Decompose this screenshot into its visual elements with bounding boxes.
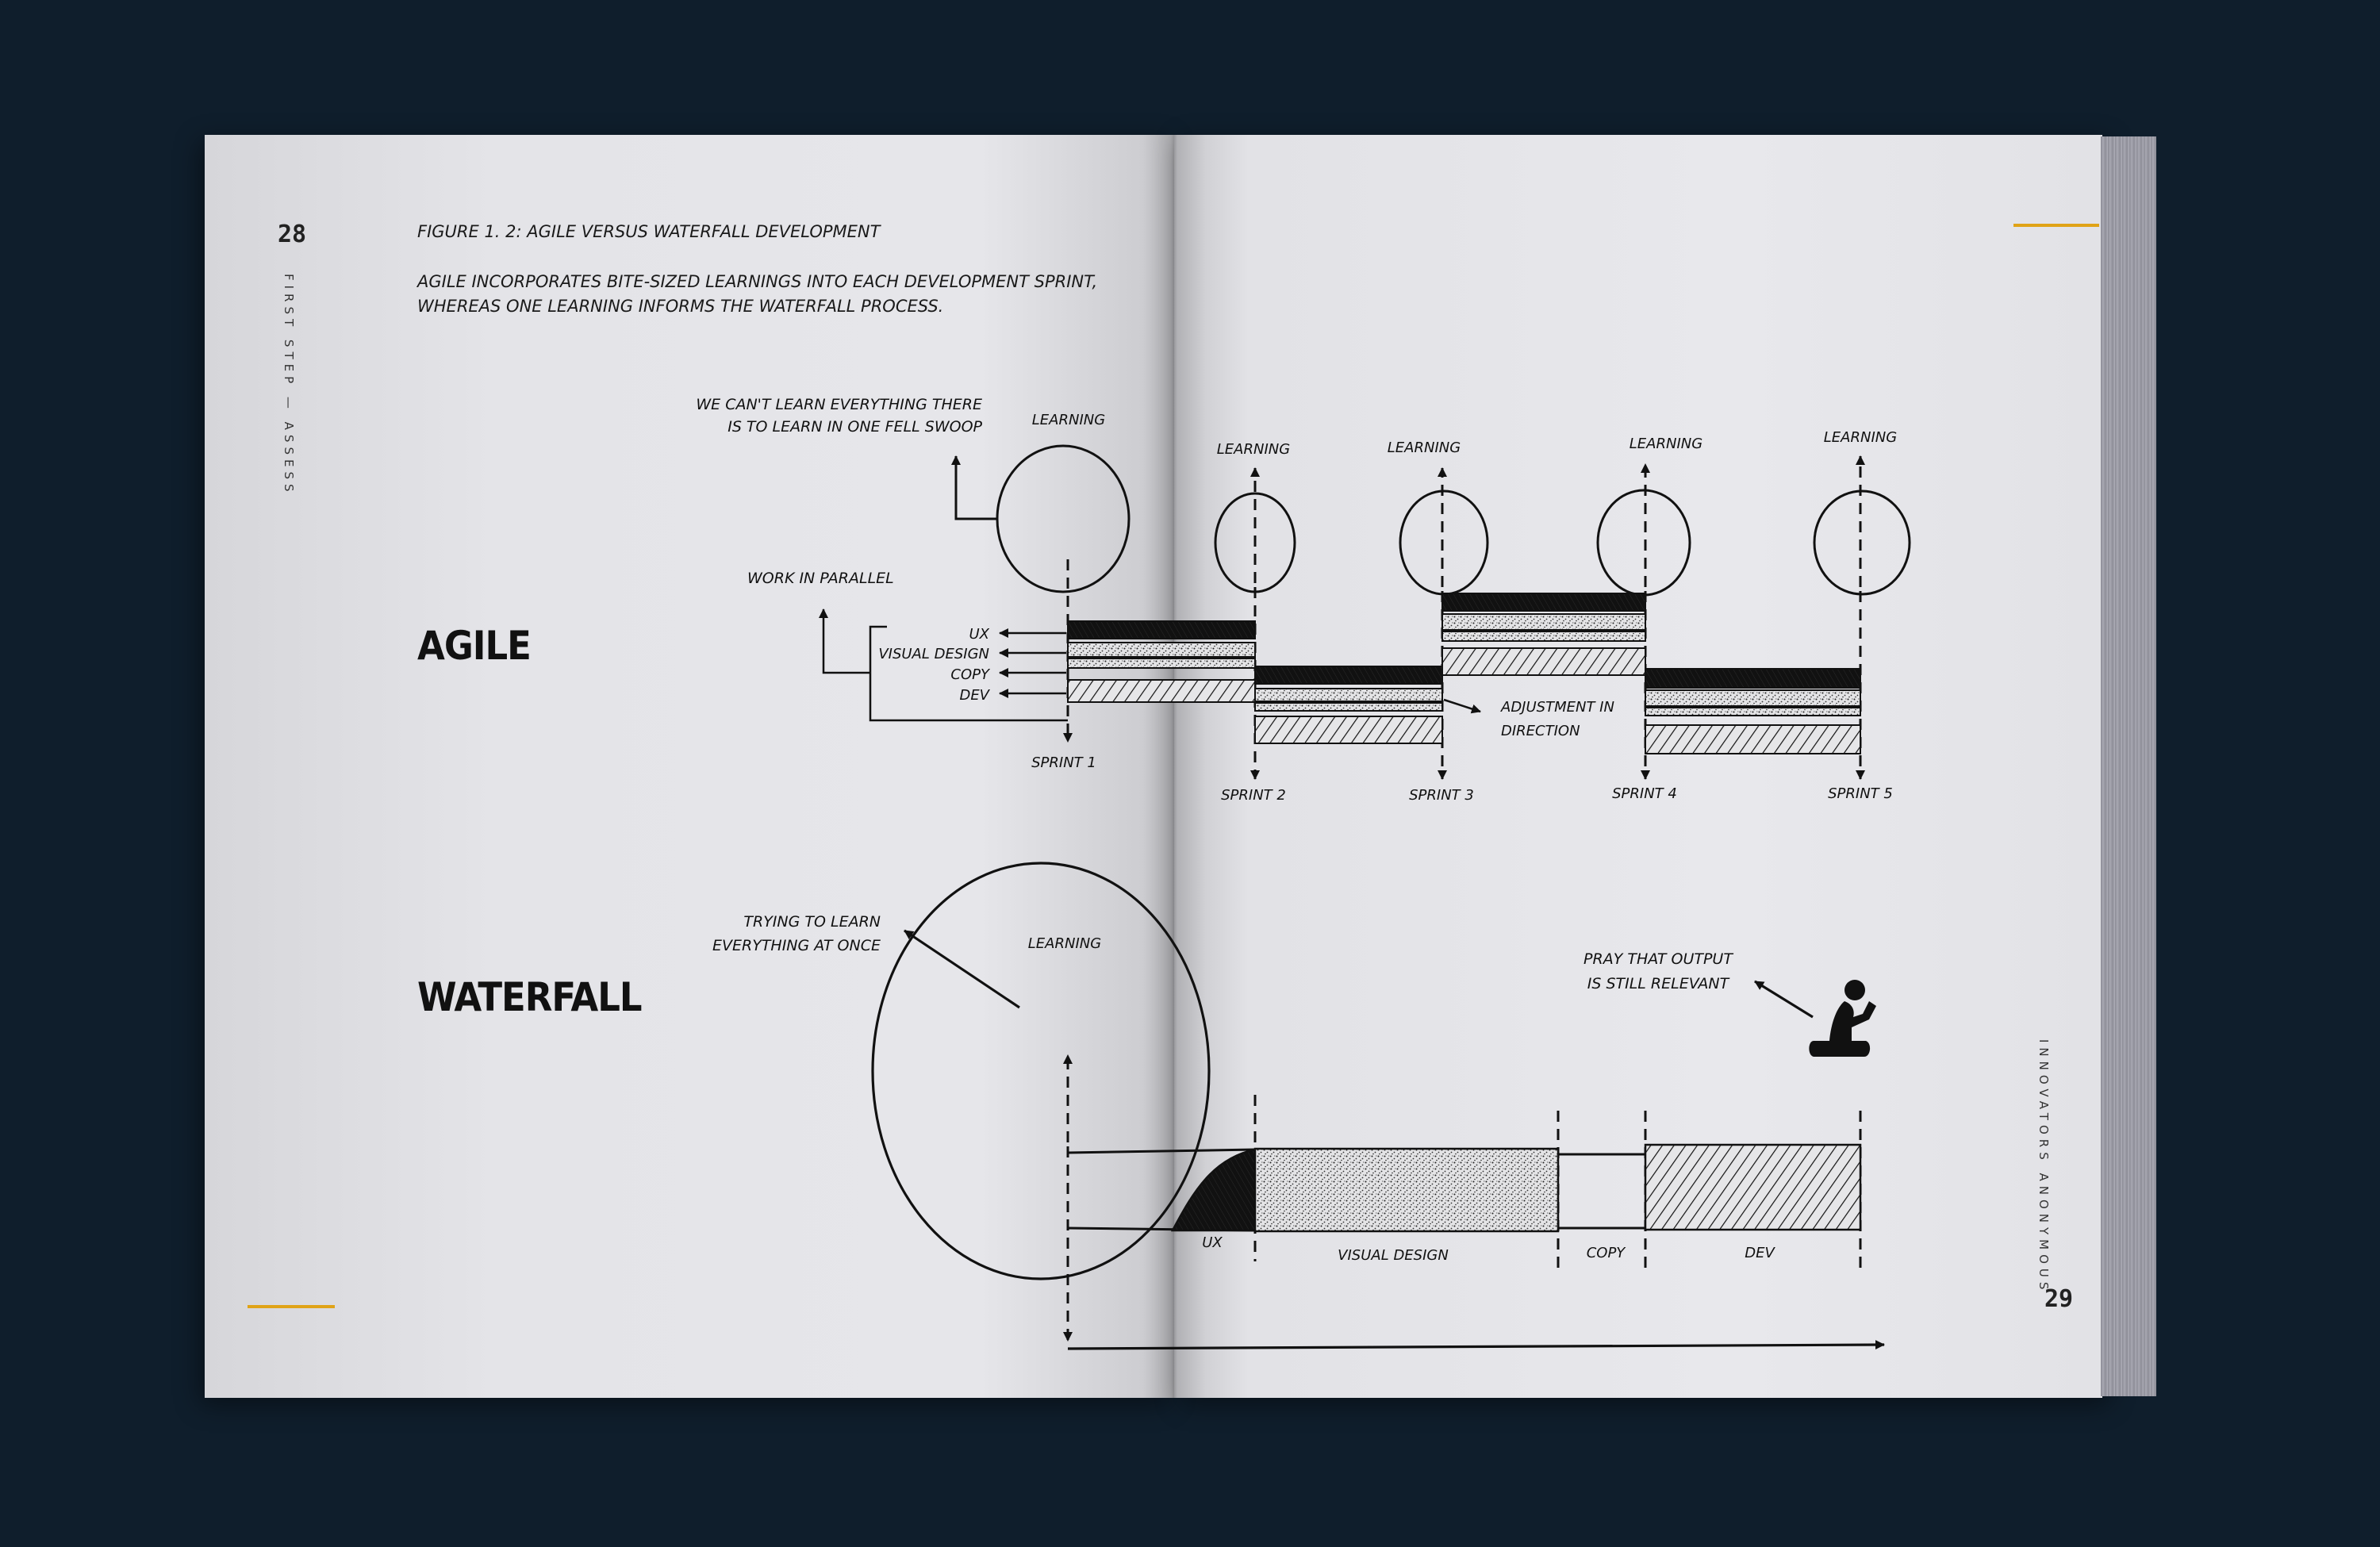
agile-heading: AGILE <box>417 623 532 669</box>
sprint-label-2: SPRINT 2 <box>1221 787 1286 804</box>
track-label-ux: UX <box>969 626 989 643</box>
sprint1-dev-bar <box>1067 679 1256 703</box>
pray-line2: IS STILL RELEVANT <box>1587 975 1730 992</box>
waterfall-learning-label: LEARNING <box>1028 935 1101 952</box>
sprint2-ux-bar <box>1254 666 1443 685</box>
sprint1-ux-bar <box>1067 620 1256 639</box>
sprint3-visual-bar <box>1441 613 1646 631</box>
adjustment-arrow <box>1443 698 1481 714</box>
learning-label-3: LEARNING <box>1388 440 1461 456</box>
track-label-dev: DEV <box>959 687 990 704</box>
waterfall-note-line2: EVERYTHING AT ONCE <box>712 937 881 954</box>
learning-circle-3 <box>1399 489 1489 596</box>
track-label-copy: COPY <box>950 666 991 683</box>
adjustment-line2: DIRECTION <box>1501 723 1580 739</box>
sprint2-dev-bar <box>1254 716 1443 744</box>
sprint3-copy-bar <box>1441 631 1646 642</box>
sprint3-dev-bar <box>1441 647 1646 676</box>
accent-rule-left <box>248 1305 335 1308</box>
learning-label-2: LEARNING <box>1217 441 1290 458</box>
praying-person-icon <box>1809 980 1876 1057</box>
sprint4-dev-bar <box>1645 724 1861 754</box>
sprint2-copy-bar <box>1254 702 1443 712</box>
sprint-label-5: SPRINT 5 <box>1828 785 1893 802</box>
phase-label-copy: COPY <box>1587 1245 1627 1261</box>
waterfall-note-line1: TRYING TO LEARN <box>743 913 881 931</box>
parallel-note: WORK IN PARALLEL <box>747 570 894 587</box>
waterfall-top-rail <box>1067 1148 1256 1154</box>
page-edges <box>2101 136 2156 1396</box>
waterfall-visual-block <box>1253 1147 1560 1233</box>
agile-note-line2: IS TO LEARN IN ONE FELL SWOOP <box>727 418 982 436</box>
phase-label-dev: DEV <box>1745 1245 1775 1261</box>
waterfall-heading: WATERFALL <box>417 974 643 1020</box>
learning-label-1: LEARNING <box>1032 412 1105 428</box>
sprint4-ux-bar <box>1645 668 1861 689</box>
sprint1-visual-bar <box>1067 642 1256 658</box>
learning-circle-1 <box>996 444 1130 593</box>
phase-label-visual: VISUAL DESIGN <box>1338 1247 1449 1264</box>
sprint4-copy-bar <box>1645 707 1861 716</box>
pray-line1: PRAY THAT OUTPUT <box>1583 950 1733 968</box>
sprint3-ux-bar <box>1441 593 1646 612</box>
waterfall-learning-circle <box>871 862 1211 1280</box>
page-number-left: 28 <box>278 221 307 248</box>
track-label-visual: VISUAL DESIGN <box>878 646 989 662</box>
pray-arrow <box>1754 980 1814 1019</box>
learning-circle-4 <box>1596 489 1691 597</box>
sprint-label-3: SPRINT 3 <box>1409 787 1474 804</box>
sprint4-visual-bar <box>1645 689 1861 707</box>
learning-label-4: LEARNING <box>1630 436 1702 452</box>
learning-label-5: LEARNING <box>1824 429 1897 446</box>
learning-circle-5 <box>1813 489 1911 596</box>
note-connector <box>951 455 998 520</box>
caption-line-2: WHEREAS ONE LEARNING INFORMS THE WATERFA… <box>417 297 944 316</box>
sprint-label-1: SPRINT 1 <box>1031 754 1096 771</box>
sprint-label-4: SPRINT 4 <box>1612 785 1677 802</box>
sprint1-copy-bar <box>1067 658 1256 669</box>
figure-title: FIGURE 1. 2: AGILE VERSUS WATERFALL DEVE… <box>417 222 881 241</box>
left-page <box>205 135 1174 1398</box>
waterfall-ux-block <box>1170 1148 1257 1232</box>
waterfall-dev-block <box>1644 1143 1862 1231</box>
adjustment-line1: ADJUSTMENT IN <box>1500 699 1614 716</box>
figure-caption: AGILE INCORPORATES BITE-SIZED LEARNINGS … <box>417 270 1131 319</box>
page-number-right: 29 <box>2044 1285 2074 1313</box>
accent-rule-right <box>2013 224 2099 227</box>
parallel-connector <box>819 608 870 674</box>
waterfall-note-arrow <box>904 929 1020 1009</box>
caption-line-1: AGILE INCORPORATES BITE-SIZED LEARNINGS … <box>417 272 1098 291</box>
sprint2-visual-bar <box>1254 688 1443 702</box>
timeline-arrow <box>1067 1340 1885 1350</box>
phase-label-ux: UX <box>1202 1234 1223 1251</box>
agile-note-line1: WE CAN'T LEARN EVERYTHING THERE <box>696 396 982 413</box>
